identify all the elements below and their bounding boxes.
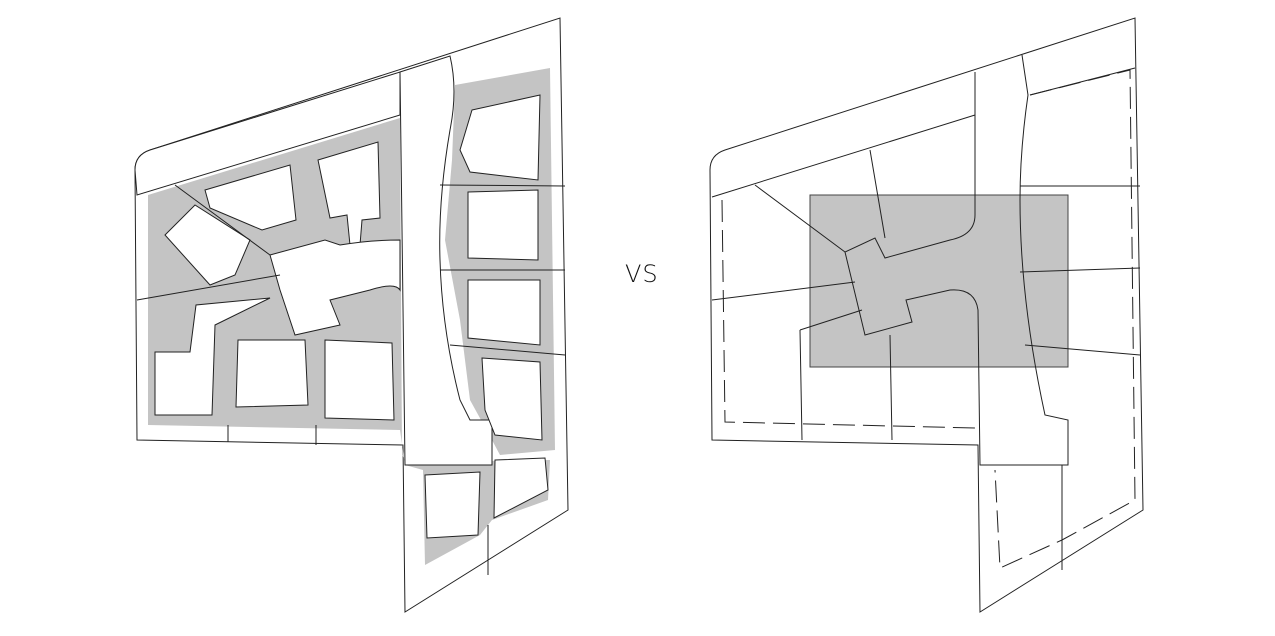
left-building xyxy=(164,204,251,286)
right-shaded-block xyxy=(809,194,1069,368)
vs-label: VS xyxy=(625,260,659,288)
left-building xyxy=(204,164,297,231)
left-building xyxy=(459,94,541,181)
left-building xyxy=(481,357,543,441)
right-parcel-line xyxy=(711,149,1141,570)
left-parcel-line xyxy=(136,184,566,575)
left-building xyxy=(324,339,395,421)
left-top-road xyxy=(134,71,401,196)
right-plan xyxy=(709,17,1144,613)
right-road-outline xyxy=(844,54,1069,466)
left-building xyxy=(424,471,481,539)
left-building xyxy=(467,189,539,261)
left-building xyxy=(493,457,549,519)
left-building xyxy=(467,279,541,346)
left-building xyxy=(235,339,309,408)
left-vertical-road xyxy=(399,55,493,466)
left-plaza xyxy=(269,239,401,336)
left-building xyxy=(154,297,271,416)
right-setback-line xyxy=(721,69,1136,569)
left-plan xyxy=(134,17,569,613)
